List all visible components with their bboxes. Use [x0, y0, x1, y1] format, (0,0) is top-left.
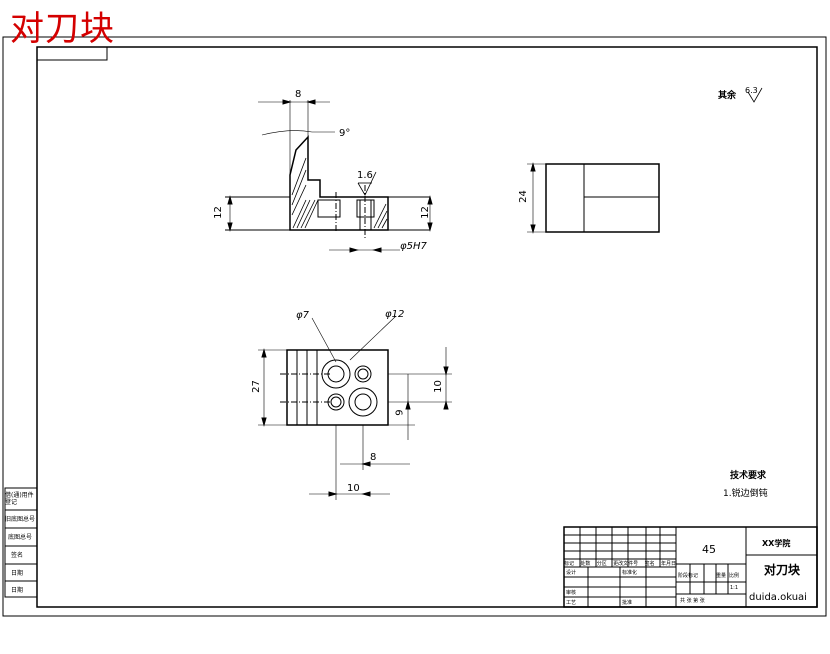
dim-hole-fit: φ5H7: [400, 241, 427, 252]
roughness-1-6: 1.6: [357, 170, 373, 181]
title-block: [563, 526, 818, 608]
material: 45: [702, 543, 716, 556]
label-review: 审核: [566, 590, 577, 596]
tech-title: 技术要求: [730, 471, 767, 481]
dim-small-hole: φ7: [296, 310, 309, 321]
label-design: 设计: [566, 570, 577, 576]
top-view: [258, 315, 452, 500]
inner-frame: [36, 46, 818, 608]
ratio: 1:1: [730, 585, 739, 591]
dim-angle-9: 9°: [339, 128, 351, 139]
side-block-base: 底图总号: [8, 534, 33, 541]
outer-border: [2, 36, 827, 617]
sheet-count: 共 张 第 张: [680, 598, 705, 604]
side-block-date-2: 日期: [11, 587, 24, 594]
header-count: 处数: [580, 561, 591, 567]
dim-vertical-10: 10: [432, 380, 444, 393]
header-zone: 分区: [596, 561, 607, 567]
dim-width-8: 8: [295, 89, 302, 100]
dim-side-height: 24: [517, 190, 529, 203]
header-sign: 签名: [644, 561, 655, 567]
tech-item-1: 1.锐边倒钝: [723, 489, 768, 499]
roughness-note-label: 其余: [718, 91, 737, 101]
watermark-text: duida.okuai: [749, 592, 807, 603]
front-view: [225, 99, 433, 253]
stage-scale: 比例: [729, 573, 740, 579]
stage-mark: 阶段标记: [678, 573, 699, 579]
code-box: [36, 46, 108, 61]
header-row: 标记 处数 分区 更改文件号 签名 年月日: [564, 560, 676, 567]
roughness-symbol: [747, 87, 763, 103]
side-block-old: 旧底图总号: [5, 516, 36, 523]
dim-vertical-9: 9: [394, 409, 406, 416]
label-approve: 批准: [622, 600, 633, 606]
dim-height-left: 12: [212, 206, 224, 219]
side-block-reg: 借(通)用件登记: [5, 492, 34, 506]
side-block-date: 日期: [11, 570, 24, 577]
label-standard: 标准化: [622, 570, 638, 576]
side-block-sign: 签名: [11, 552, 24, 559]
side-view: [527, 162, 660, 234]
dim-horizontal-10: 10: [347, 483, 360, 494]
roughness-note-value: 6.3: [745, 86, 758, 95]
dim-total-height: 27: [250, 380, 262, 393]
stamp-title: 对刀块: [10, 9, 115, 49]
dim-large-hole: φ12: [385, 309, 405, 320]
header-doc: 更改文件号: [613, 561, 639, 567]
header-date: 年月日: [660, 561, 676, 567]
dim-horizontal-8: 8: [370, 452, 377, 463]
header-mark: 标记: [564, 561, 575, 567]
stage-weight: 重量: [716, 573, 727, 579]
dim-height-right: 12: [419, 206, 431, 219]
school: XX学院: [762, 539, 791, 548]
label-process: 工艺: [566, 600, 577, 606]
part-name: 对刀块: [764, 563, 801, 577]
side-block: [4, 487, 38, 598]
